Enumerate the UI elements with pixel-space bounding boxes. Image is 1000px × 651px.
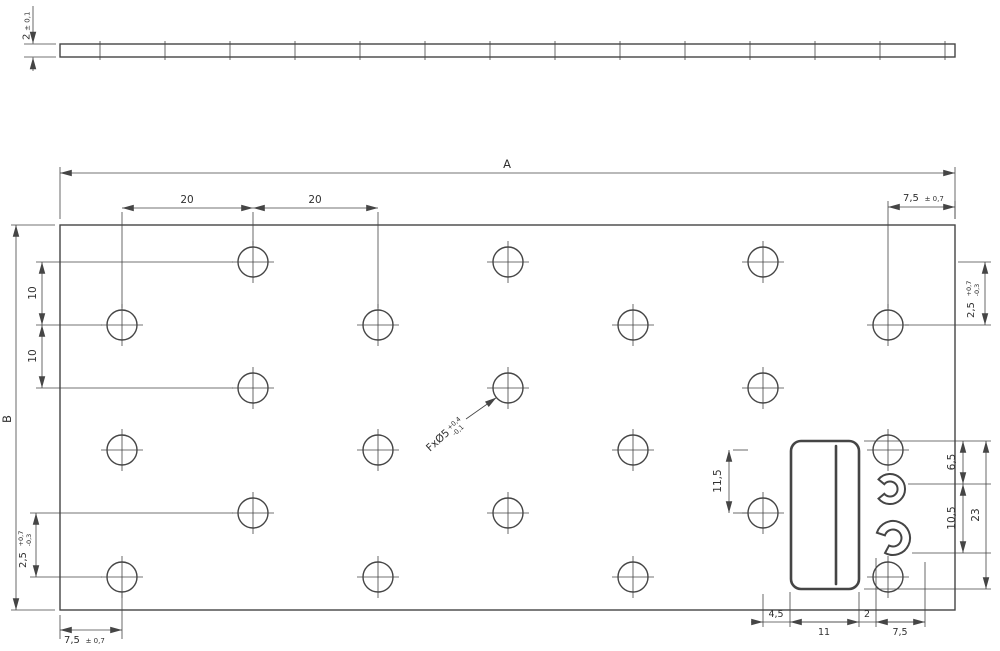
hole-circle (617, 309, 649, 341)
hole (357, 556, 399, 598)
hole (742, 241, 784, 283)
hole-circle (237, 246, 269, 278)
profile-section-outline (789, 439, 861, 591)
hole (487, 367, 529, 409)
hole-circle (492, 246, 524, 278)
dim-label-edge-bottom-left-value: 7,5 (64, 635, 80, 646)
hole-circle (872, 561, 904, 593)
side-view: 2 ± 0,1 (22, 6, 956, 71)
callout-leader (465, 397, 497, 420)
dim-label-pitch-x2: 20 (308, 194, 321, 206)
hole-circle (106, 309, 138, 341)
hole-circle (492, 372, 524, 404)
dim-label-10-5: 10,5 (946, 506, 958, 529)
hole (357, 304, 399, 346)
dim-label-corner-right-value: 2,5 (966, 302, 977, 318)
dim-label-hole-callout: FxØ5+0,4-0,1 (424, 415, 466, 454)
dim-label-2: 2 (864, 609, 870, 620)
thickness-dimension: 2 ± 0,1 (22, 6, 56, 71)
hole-circle (492, 497, 524, 529)
dim-label-hole-callout-value: FxØ5 (424, 427, 452, 454)
hole-circle (362, 561, 394, 593)
hole (232, 492, 274, 534)
hole (742, 492, 784, 534)
dim-label-corner-left-tol-minus: -0,3 (25, 534, 33, 547)
dim-label-B: B (0, 415, 14, 423)
dim-label-A: A (503, 157, 511, 171)
hole-circle (747, 372, 779, 404)
hole (487, 241, 529, 283)
hole (867, 556, 909, 598)
dim-label-edge-top-right: 7,5 ± 0,7 (903, 193, 944, 204)
plate-outline (59, 224, 956, 611)
thickness-label: 2 ± 0,1 (22, 12, 33, 40)
hole (612, 429, 654, 471)
dim-label-corner-right: 2,5 +0,7-0,3 (965, 281, 981, 318)
dim-label-23: 23 (970, 508, 982, 521)
hole-circle (237, 372, 269, 404)
detail-view: 11,5 6,5 10,5 23 4,5 11 2 7,5 (712, 439, 991, 638)
hole-circle (106, 434, 138, 466)
dim-label-corner-left: 2,5 +0,7-0,3 (17, 531, 33, 568)
clip-section-upper (877, 473, 906, 505)
hole-circle (237, 497, 269, 529)
dim-label-pitch-x1: 20 (180, 194, 193, 206)
hole-circle (362, 434, 394, 466)
hole (232, 367, 274, 409)
dim-label-6-5: 6,5 (946, 454, 958, 471)
dim-label-corner-right-tol-minus: -0,3 (973, 284, 981, 297)
dim-label-11-5: 11,5 (712, 469, 724, 492)
clip-section-lower (875, 520, 911, 556)
hole-circle (362, 309, 394, 341)
hole-callout: FxØ5+0,4-0,1 (424, 397, 497, 454)
dim-label-edge-top-right-value: 7,5 (903, 193, 919, 204)
hole-circle (872, 434, 904, 466)
hole (232, 241, 274, 283)
hole (101, 304, 143, 346)
side-view-plate-outline (59, 43, 956, 58)
holes (101, 241, 909, 598)
hole (742, 367, 784, 409)
dim-label-4-5: 4,5 (768, 609, 783, 620)
hole (612, 304, 654, 346)
dim-label-corner-right-tol-plus: +0,7 (965, 281, 973, 297)
dim-label-edge-top-right-tol: ± 0,7 (925, 195, 944, 203)
dim-label-7-5: 7,5 (892, 627, 907, 638)
hole (101, 556, 143, 598)
dim-label-pitch-y2: 10 (27, 349, 39, 362)
hole (357, 429, 399, 471)
hole-circle (617, 561, 649, 593)
dim-label-edge-bottom-left: 7,5 ± 0,7 (64, 635, 105, 646)
dim-label-11: 11 (818, 627, 830, 638)
hole (867, 304, 909, 346)
hole (612, 556, 654, 598)
hole (487, 492, 529, 534)
dim-label-corner-left-tol-plus: +0,7 (17, 531, 25, 547)
hole-circle (617, 434, 649, 466)
thickness-label-tol: ± 0,1 (24, 12, 32, 31)
hole (101, 429, 143, 471)
hole-circle (872, 309, 904, 341)
hole-circle (747, 246, 779, 278)
dim-label-corner-left-value: 2,5 (18, 552, 29, 568)
thickness-label-value: 2 (22, 34, 33, 40)
hole (867, 429, 909, 471)
dim-label-pitch-y1: 10 (27, 286, 39, 299)
dim-label-edge-bottom-left-tol: ± 0,7 (86, 637, 105, 645)
